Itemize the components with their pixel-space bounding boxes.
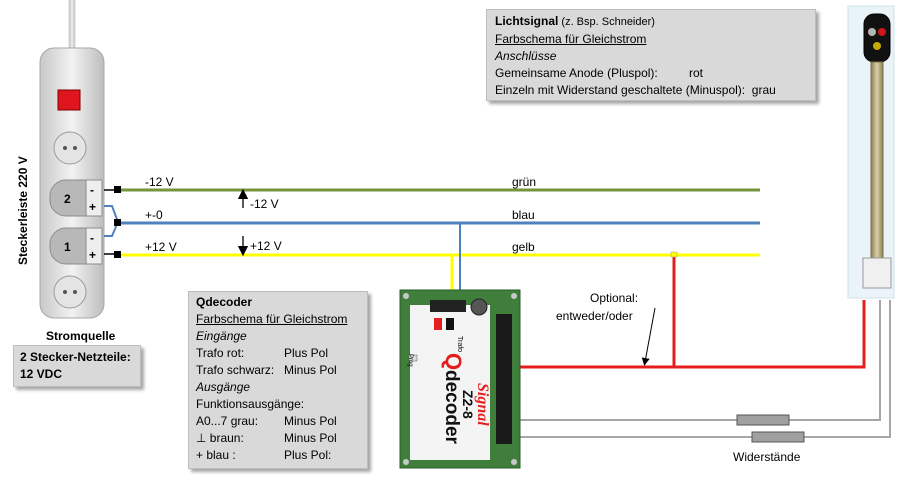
decoder-trafo-text: Trafo xyxy=(456,336,463,352)
red-wire-common xyxy=(520,300,866,369)
signal-scheme: Farbschema für Gleichstrom xyxy=(495,32,647,46)
junction-yellow xyxy=(670,251,678,258)
signal-base xyxy=(862,257,892,289)
wire-label-minus12: -12 V xyxy=(145,175,174,189)
adapter-2 xyxy=(85,179,103,217)
terminal-green xyxy=(114,186,121,193)
decoder-prog-text: Prog xyxy=(407,354,413,367)
socket-1-plus: + xyxy=(89,248,96,262)
terminal-blue xyxy=(114,219,121,226)
signal-info-box: Lichtsignal (z. Bsp. Schneider) Farbsche… xyxy=(486,9,816,101)
signal-row1-label: Gemeinsame Anode (Pluspol): xyxy=(495,66,658,80)
signal-head xyxy=(863,13,891,63)
qdecoder-scheme: Farbschema für Gleichstrom xyxy=(196,312,348,326)
signal-row2-label: Einzeln mit Widerstand geschaltete (Minu… xyxy=(495,83,746,97)
power-switch xyxy=(57,89,81,111)
decoder-output-terminal xyxy=(496,314,512,444)
socket-bottom xyxy=(53,275,87,309)
socket-2-number: 2 xyxy=(64,192,71,206)
decoder-brand-name: decoder xyxy=(441,370,462,445)
supply-note-box: 2 Stecker-Netzteile: 12 VDC xyxy=(13,345,141,387)
decoder-model: Z2-8 xyxy=(460,390,476,419)
resistor-upper xyxy=(736,414,790,426)
power-strip-title: Steckerleiste 220 V xyxy=(16,156,30,265)
qdecoder-in2-value: Minus Pol xyxy=(284,363,337,377)
decoder-capacitor xyxy=(470,298,488,316)
resistors-label: Widerstände xyxy=(733,450,801,464)
qdecoder-title: Qdecoder xyxy=(196,295,253,309)
qdecoder-out2-label: ⊥ braun: xyxy=(196,431,244,445)
optional-sublabel: entweder/oder xyxy=(556,309,633,323)
wire-label-zero: +-0 xyxy=(145,208,163,222)
signal-row1-value: rot xyxy=(689,66,704,80)
power-strip: 2 1 - + - + Steckerleiste 220 V Stromque… xyxy=(16,0,116,343)
qdecoder-in2-label: Trafo schwarz: xyxy=(196,363,275,377)
signal-section: Anschlüsse xyxy=(495,49,557,63)
power-source-caption: Stromquelle xyxy=(46,329,116,343)
terminal-yellow xyxy=(114,251,121,258)
qdecoder-inputs: Eingänge xyxy=(196,329,247,343)
optional-arrow xyxy=(641,307,656,366)
socket-top xyxy=(53,131,87,165)
supply-note-line1: 2 Stecker-Netzteile: xyxy=(20,350,131,364)
qdecoder-out3-value: Plus Pol: xyxy=(284,448,332,462)
light-signal xyxy=(847,5,895,299)
wire-color-yellow: gelb xyxy=(512,240,535,254)
supply-note-line2: 12 VDC xyxy=(20,367,63,381)
qdecoder-out1-value: Minus Pol xyxy=(284,414,337,428)
decoder-prog-jumper xyxy=(408,354,418,362)
qdecoder-in1-label: Trafo rot: xyxy=(196,346,245,360)
adapter-1 xyxy=(85,227,103,265)
qdecoder-in1-value: Plus Pol xyxy=(284,346,329,360)
wire-color-green: grün xyxy=(512,175,536,189)
power-cable xyxy=(68,0,76,48)
arrow-label-minus12: -12 V xyxy=(250,197,279,211)
qdecoder-outputs: Ausgänge xyxy=(196,380,251,394)
signal-title-suffix: (z. Bsp. Schneider) xyxy=(558,16,655,28)
wire-label-plus12: +12 V xyxy=(145,240,177,254)
signal-lamp-red xyxy=(878,28,886,36)
resistor-lower xyxy=(751,431,805,443)
wires: -12 V +-0 +12 V -12 V +12 V grün blau ge… xyxy=(104,175,891,464)
decoder-brand-q: Q xyxy=(441,353,466,370)
socket-2-minus: - xyxy=(90,183,94,197)
grey-wire-lower xyxy=(520,300,891,438)
wire-color-blue: blau xyxy=(512,208,535,222)
qdecoder-out1-label: A0...7 grau: xyxy=(196,414,259,428)
grey-wire-upper xyxy=(520,300,881,421)
decoder-board: Trafo Prog Q decoder Z2-8 Signal xyxy=(399,289,521,469)
decoder-trafo-red xyxy=(434,318,442,330)
arrow-label-plus12: +12 V xyxy=(250,239,282,253)
decoder-variant: Signal xyxy=(474,383,491,426)
signal-lamp-upper xyxy=(868,28,876,36)
socket-2-plus: + xyxy=(89,200,96,214)
qdecoder-info-box: Qdecoder Farbschema für Gleichstrom Eing… xyxy=(188,291,368,469)
decoder-input-terminal xyxy=(430,300,466,312)
signal-lamp-yellow xyxy=(873,42,881,50)
signal-mast xyxy=(870,61,884,263)
optional-label: Optional: xyxy=(590,291,638,305)
decoder-trafo-black xyxy=(446,318,454,330)
qdecoder-out3-label: + blau : xyxy=(196,448,236,462)
signal-title: Lichtsignal xyxy=(495,14,559,28)
qdecoder-out2-value: Minus Pol xyxy=(284,431,337,445)
socket-1-minus: - xyxy=(90,231,94,245)
qdecoder-func: Funktionsausgänge: xyxy=(196,397,305,411)
decoder-label-area xyxy=(410,305,490,460)
socket-1-number: 1 xyxy=(64,240,71,254)
signal-row2-value: grau xyxy=(751,83,776,97)
